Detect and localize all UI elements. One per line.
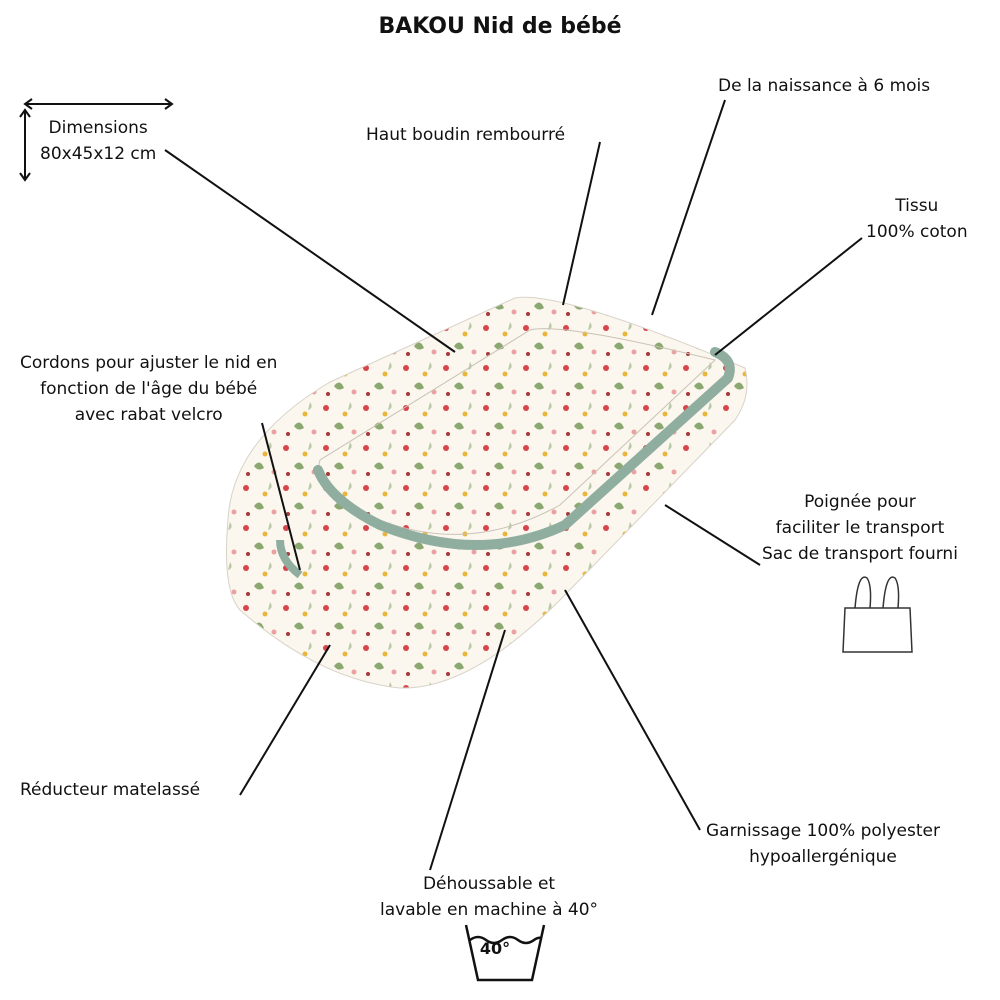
cordons-line2: fonction de l'âge du bébé [40, 379, 258, 399]
label-garnissage: Garnissage 100% polyester hypoallergéniq… [706, 818, 940, 870]
poignee-line2: faciliter le transport [775, 518, 945, 538]
label-cordons: Cordons pour ajuster le nid en fonction … [20, 350, 277, 428]
wash-40-icon [464, 924, 546, 982]
garnissage-line2: hypoallergénique [749, 847, 897, 867]
label-poignee: Poignée pour faciliter le transport Sac … [762, 489, 958, 567]
label-naissance: De la naissance à 6 mois [718, 76, 931, 96]
label-dehoussable: Déhoussable et lavable en machine à 40° [380, 871, 598, 923]
cordons-line1: Cordons pour ajuster le nid en [20, 353, 278, 373]
tissu-line1: Tissu [895, 196, 939, 216]
poignee-line1: Poignée pour [804, 492, 916, 512]
label-tissu: Tissu 100% coton [866, 193, 968, 245]
dimensions-title: Dimensions [48, 118, 148, 138]
cordons-line3: avec rabat velcro [74, 405, 223, 425]
baby-nest-image [226, 296, 748, 689]
dimensions-value: 80x45x12 cm [40, 144, 157, 164]
tissu-line2: 100% coton [866, 222, 968, 242]
page-title: BAKOU Nid de bébé [378, 14, 622, 39]
label-haut-boudin: Haut boudin rembourré [366, 125, 566, 145]
label-reducteur: Réducteur matelassé [20, 780, 201, 800]
garnissage-line1: Garnissage 100% polyester [706, 821, 940, 841]
wash-temperature: 40° [479, 939, 511, 958]
dehoussable-line2: lavable en machine à 40° [380, 900, 599, 920]
poignee-line3: Sac de transport fourni [762, 544, 958, 564]
tote-bag-icon [842, 576, 913, 653]
dehoussable-line1: Déhoussable et [422, 874, 556, 894]
label-dimensions: Dimensions 80x45x12 cm [40, 115, 156, 167]
